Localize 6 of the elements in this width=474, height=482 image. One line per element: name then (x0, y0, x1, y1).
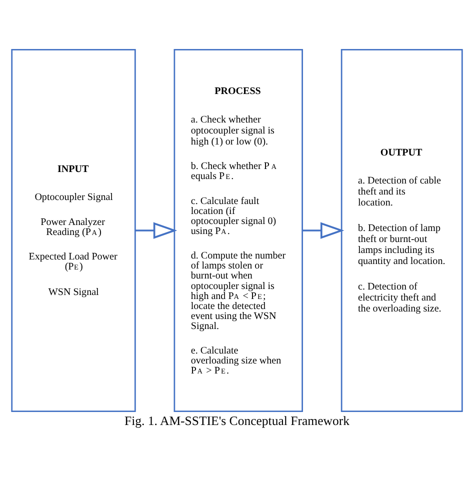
node-box: INPUT Optocoupler Signal Power Analyzer Reading (PA) Expected Load Power (PE) WSN Signal (11, 48, 136, 412)
node-box: OUTPUT a. Detection of cable theft and its location. b. Detection of lamp theft or burnt-out lamps including its quantity and location. c. Detection of electricity theft and the overloading size. (340, 48, 463, 412)
arrow (302, 222, 344, 239)
arrow (135, 222, 178, 239)
caption: Fig. 1. AM-SSTIE's Conceptual Framework (124, 414, 350, 428)
node-box: PROCESS a. Check whether optocoupler signal is high (1) or low (0). b. Check whether PA equals PE. c. Calculate fault location (if optocoupler signal 0) using PA. d. Compute the number of lamps stolen or burnt-out when optocoupler signal is high and PA < PE; locate the detected event using the WSN Signal. e. Calculate overloading size when PA > PE. (174, 48, 303, 412)
